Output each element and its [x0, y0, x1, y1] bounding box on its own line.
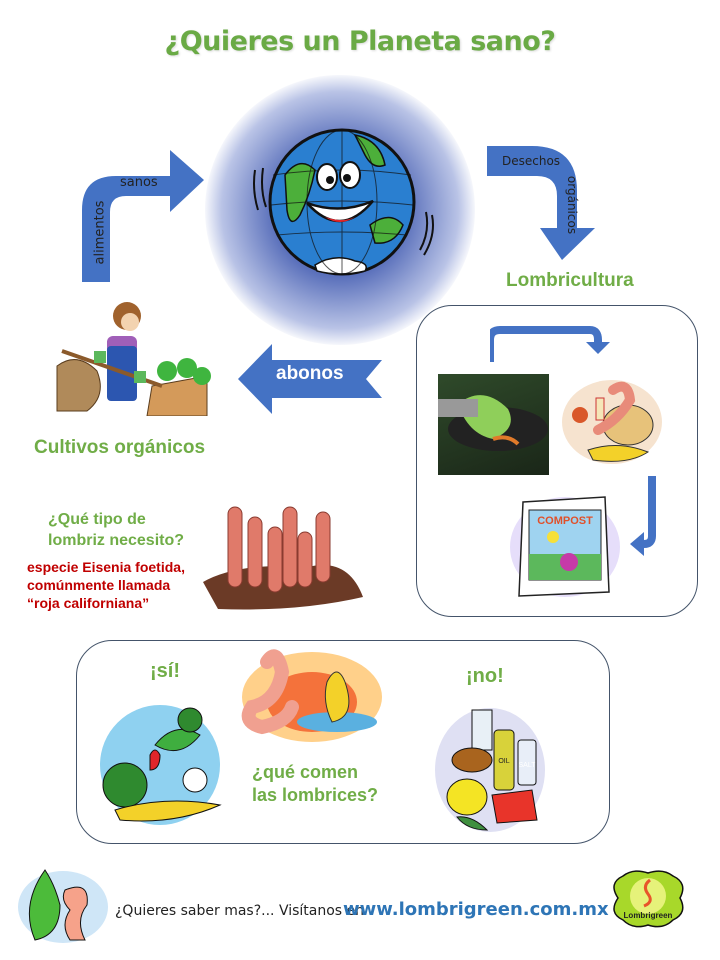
- arrow-alimentos-sanos: [82, 150, 207, 282]
- worm-type-question: ¿Qué tipo de lombriz necesito?: [48, 509, 184, 551]
- abonos-label: abonos: [276, 363, 344, 384]
- compost-bag-label: COMPOST: [537, 515, 593, 527]
- diet-question-line1: ¿qué comen: [252, 762, 359, 782]
- motion-lines-left-icon: [250, 165, 270, 215]
- page-title: ¿Quieres un Planeta sano?: [164, 26, 556, 57]
- arrow-desechos-organicos: [487, 146, 597, 261]
- no-label: ¡no!: [466, 665, 504, 687]
- cultivos-organicos-label: Cultivos orgánicos: [34, 437, 206, 458]
- organicos-label: orgánicos: [565, 175, 579, 235]
- worm-question-line2: lombriz necesito?: [48, 532, 185, 549]
- worm-type-answer: especie Eisenia foetida, comúnmente llam…: [27, 558, 185, 612]
- process-arrow-top: [490, 326, 610, 366]
- alimentos-label: alimentos: [92, 200, 108, 265]
- process-arrow-down: [630, 476, 662, 556]
- footer-text: ¿Quieres saber mas?... Visítanos en: [115, 903, 365, 919]
- diet-question: ¿qué comen las lombrices?: [252, 761, 378, 807]
- compost-bag-illustration: COMPOST: [505, 492, 625, 602]
- logo-text: Lombrigreen: [624, 911, 673, 920]
- red-worms-illustration: [198, 497, 368, 612]
- desechos-label: Desechos: [502, 154, 561, 168]
- oil-label: OIL: [498, 758, 509, 765]
- worm-eating-scraps-illustration: [558, 370, 666, 470]
- worm-with-banana-illustration: [237, 642, 387, 742]
- smiling-globe-illustration: [255, 115, 430, 290]
- motion-lines-right-icon: [418, 210, 438, 260]
- arrow-abonos: [238, 344, 383, 414]
- sanos-label: sanos: [120, 175, 158, 190]
- leaf-and-worm-mascot: [15, 865, 110, 945]
- worm-answer-line3: “roja californiana”: [27, 595, 150, 611]
- footer-url-link[interactable]: www.lombrigreen.com.mx: [343, 899, 609, 920]
- organic-scraps-illustration: [95, 700, 230, 830]
- worm-answer-line2: comúnmente llamada: [27, 577, 171, 593]
- yes-label: ¡sí!: [150, 660, 180, 682]
- lombrigreen-logo: Lombrigreen: [608, 868, 688, 930]
- compost-bin-photo: [438, 374, 549, 475]
- diet-question-line2: las lombrices?: [252, 785, 379, 805]
- worm-question-line1: ¿Qué tipo de: [48, 511, 146, 528]
- forbidden-foods-illustration: OIL SALT: [432, 705, 547, 835]
- lombricultura-label: Lombricultura: [506, 270, 634, 291]
- gardener-illustration: [52, 296, 212, 416]
- worm-answer-line1: especie Eisenia foetida,: [27, 559, 185, 575]
- salt-label: SALT: [519, 762, 537, 769]
